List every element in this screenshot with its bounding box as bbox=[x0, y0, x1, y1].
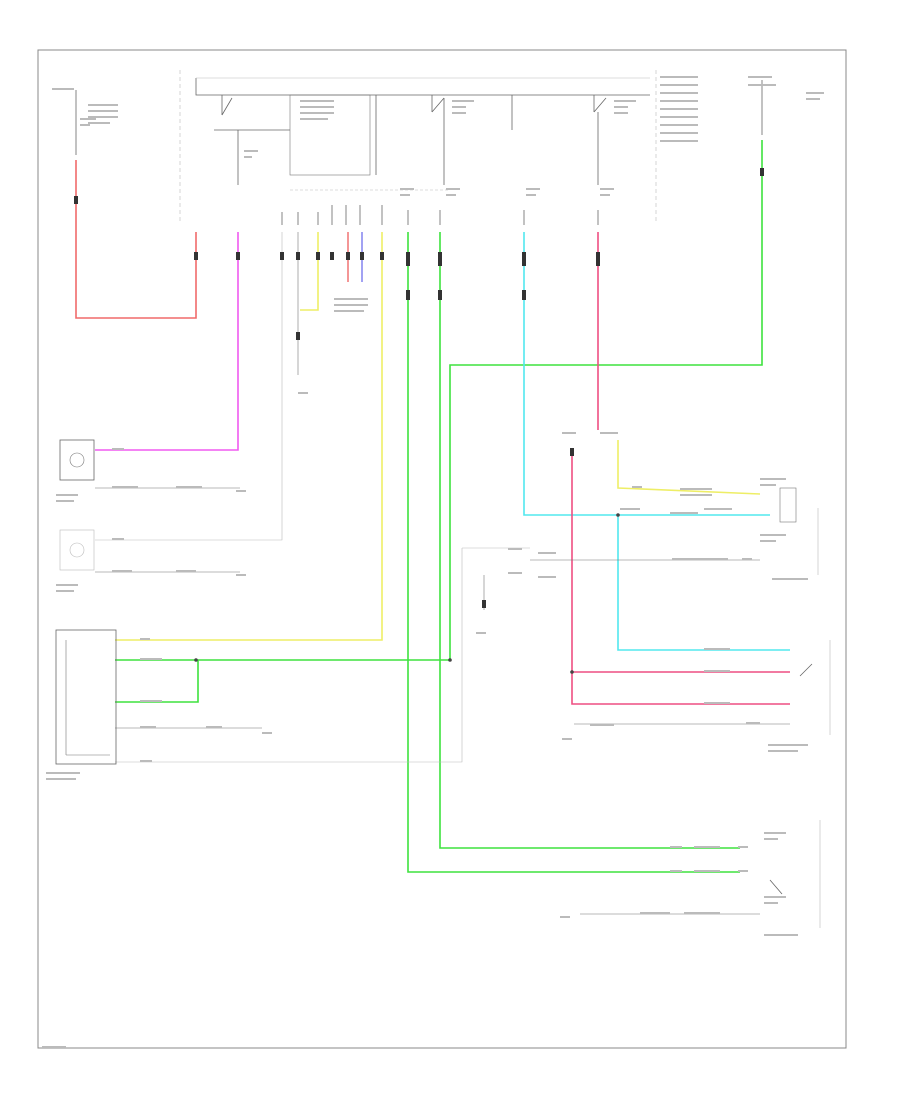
wire-blue-purple bbox=[347, 232, 363, 282]
faint-label-marks bbox=[42, 76, 824, 1048]
right-front-side-lamp bbox=[59, 529, 95, 571]
wire-yellow bbox=[115, 232, 761, 641]
wire-red-left bbox=[75, 160, 197, 319]
body-control-module bbox=[55, 629, 117, 765]
diagram-frame bbox=[37, 49, 847, 1049]
right-headlamp bbox=[779, 487, 819, 575]
connector-markers bbox=[74, 168, 764, 674]
wire-pink bbox=[571, 232, 790, 705]
wire-magenta bbox=[95, 232, 239, 451]
left-front-side-lamp bbox=[59, 439, 95, 481]
wire-green-main bbox=[115, 140, 763, 873]
headlamp-relay-right bbox=[799, 640, 831, 735]
wire-gray-ground bbox=[95, 232, 790, 915]
left-headlamp bbox=[769, 820, 821, 928]
wire-cyan bbox=[523, 232, 790, 651]
power-distribution-section bbox=[75, 70, 763, 225]
